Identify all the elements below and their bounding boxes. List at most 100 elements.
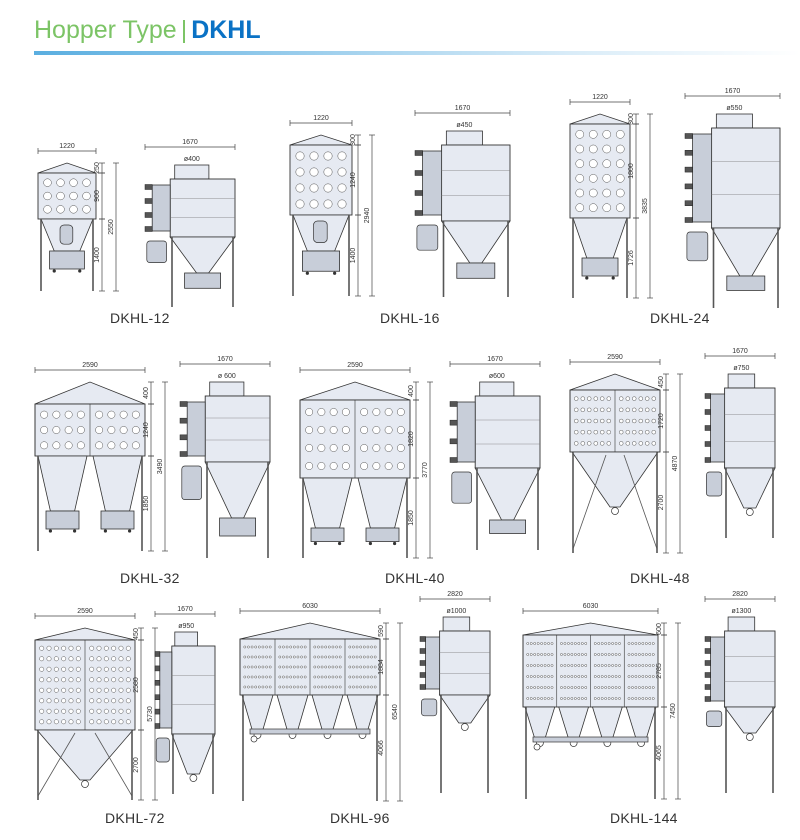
filter-cartridge [341, 444, 350, 452]
outlet-duct [727, 616, 756, 632]
filter-cartridge [278, 675, 282, 679]
dimension-label: 2590 [77, 608, 93, 615]
filter-cartridge [607, 653, 611, 656]
filter-cartridge [547, 653, 550, 656]
filter-cartridge [352, 685, 355, 689]
filter-cartridge [75, 677, 81, 683]
filter-cartridge [317, 675, 320, 679]
filter-cartridge [580, 441, 585, 446]
filter-cartridge [651, 430, 656, 435]
filter-cartridge [567, 664, 570, 667]
filter-cartridge [61, 698, 67, 704]
filter-cartridge [602, 188, 612, 198]
filter-cartridge [627, 686, 631, 689]
filter-cartridge [355, 675, 359, 679]
filter-cartridge [296, 685, 300, 689]
housing-side [724, 630, 776, 708]
dimension-label: 6030 [583, 603, 599, 610]
roof [522, 622, 659, 636]
filter-cartridge [295, 167, 305, 177]
model-caption: DKHL-24 [650, 310, 710, 326]
filter-cartridge [360, 426, 369, 434]
solenoid-valve [419, 672, 426, 678]
screw-conveyor [532, 736, 649, 743]
filter-cartridge [593, 686, 597, 689]
filter-cartridge [68, 708, 74, 714]
dust-bin [365, 527, 400, 542]
filter-cartridge [305, 408, 314, 416]
filter-cartridge [593, 675, 597, 678]
filter-cartridge [282, 655, 285, 659]
inlet-duct [155, 737, 170, 763]
filter-cartridge [651, 697, 655, 700]
solenoid-valve [154, 694, 161, 700]
inlet-duct [706, 471, 723, 497]
roof [569, 373, 661, 391]
filter-cartridge [103, 708, 109, 714]
filter-cartridge [588, 188, 598, 198]
filter-cartridge [295, 183, 305, 193]
filter-cartridge [536, 664, 540, 667]
filter-cartridge [602, 130, 612, 139]
filter-cartridge [265, 645, 268, 649]
dimension-label: 3835 [642, 198, 649, 214]
hopper-side [710, 227, 781, 277]
filter-cartridge [593, 418, 598, 424]
filter-cartridge [625, 407, 630, 412]
hopper [276, 694, 309, 732]
filter-cartridge [46, 719, 52, 725]
inlet-duct [59, 224, 74, 245]
filter-cartridge [68, 666, 74, 672]
filter-cartridge [584, 697, 588, 700]
filter-cartridge [313, 645, 317, 649]
dimension-label: 1670 [487, 356, 503, 363]
filter-cartridge [570, 697, 574, 700]
filter-cartridge [68, 698, 74, 704]
screw-conveyor [249, 728, 371, 735]
filter-cartridge [359, 675, 363, 679]
solenoid-valve [449, 438, 458, 445]
dimension-label: 1400 [94, 247, 101, 263]
filter-cartridge [614, 686, 618, 689]
housing-side [171, 645, 216, 735]
filter-cartridge [575, 203, 585, 212]
filter-cartridge [625, 418, 630, 424]
filter-cartridge [648, 675, 652, 678]
filter-cartridge [607, 675, 611, 678]
filter-cartridge [341, 426, 350, 434]
filter-cartridge [46, 687, 52, 693]
filter-cartridge [103, 719, 109, 725]
filter-cartridge [46, 656, 52, 662]
filter-cartridge [644, 675, 648, 678]
filter-cartridge [338, 655, 342, 659]
filter-cartridge [119, 426, 128, 434]
filter-cartridge [611, 697, 614, 700]
filter-cartridge [651, 664, 655, 667]
filter-cartridge [118, 708, 124, 714]
outlet-diameter-label: ø550 [726, 105, 742, 112]
filter-cartridge [89, 656, 95, 662]
filter-cartridge [540, 653, 543, 656]
filter-cartridge [384, 426, 393, 434]
filter-cartridge [118, 698, 124, 704]
bin-wheel [368, 541, 372, 546]
hopper [625, 706, 657, 740]
filter-cartridge [602, 203, 612, 212]
filter-cartridge [575, 159, 585, 168]
filter-cartridge [638, 441, 643, 446]
filter-cartridge [526, 697, 530, 700]
filter-cartridge [39, 666, 45, 672]
housing-side [169, 178, 236, 238]
filter-cartridge [644, 664, 648, 667]
filter-cartridge [625, 396, 630, 401]
dimension-label: 2590 [607, 354, 623, 361]
filter-cartridge [69, 191, 78, 201]
filter-cartridge [278, 645, 282, 649]
filter-cartridge [631, 653, 634, 656]
filter-cartridge [529, 642, 533, 645]
solenoid-valve [684, 200, 693, 206]
filter-cartridge [638, 430, 643, 435]
